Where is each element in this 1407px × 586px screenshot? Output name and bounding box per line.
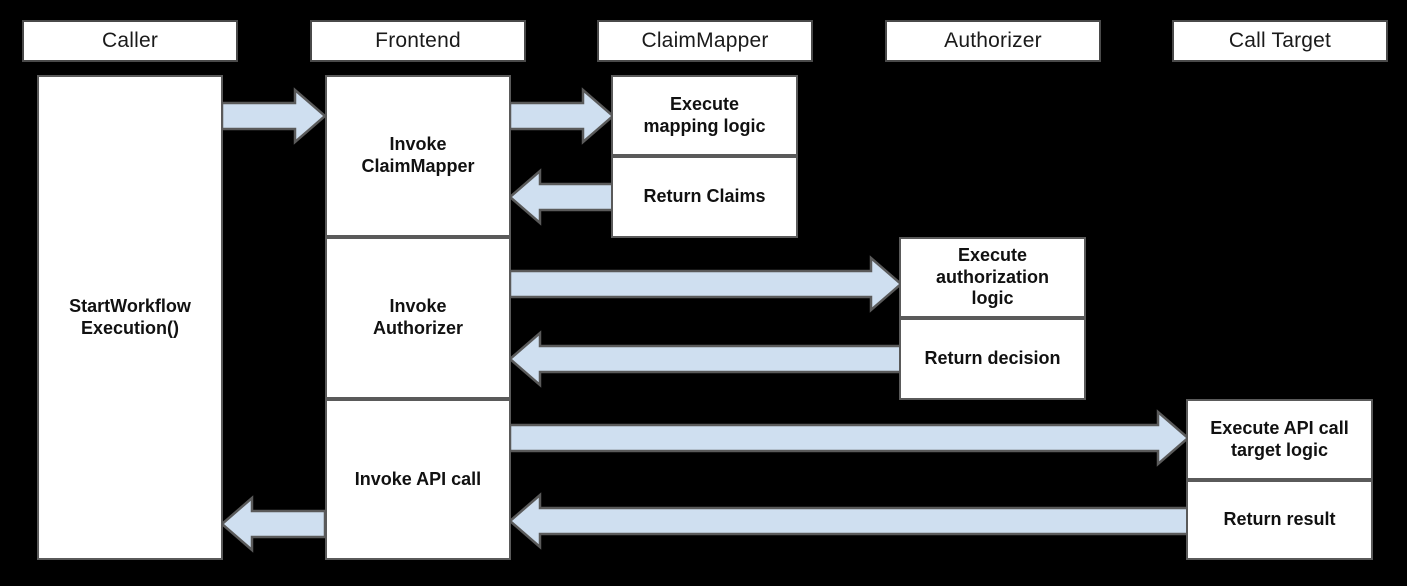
lane-header-frontend: Frontend	[310, 20, 526, 62]
message-arrow-calltarget-to-frontend	[508, 492, 1190, 550]
activation-frontend-invoke-api-call: Invoke API call	[325, 399, 511, 560]
lane-header-authorizer: Authorizer	[885, 20, 1101, 62]
activation-calltarget-execute-api: Execute API call target logic	[1186, 399, 1373, 480]
activation-claimmapper-execute-mapping: Execute mapping logic	[611, 75, 798, 156]
activation-label: Execute mapping logic	[643, 93, 766, 136]
activation-label: Invoke API call	[354, 468, 482, 489]
activation-label: Return result	[1223, 509, 1336, 530]
message-arrow-frontend-to-authorizer	[508, 255, 903, 313]
message-arrow-frontend-to-caller	[220, 495, 327, 553]
lane-header-calltarget: Call Target	[1172, 20, 1388, 62]
activation-label: StartWorkflow Execution()	[69, 295, 191, 338]
message-arrow-frontend-to-claimmapper	[508, 87, 615, 145]
lane-header-label: Call Target	[1228, 29, 1332, 52]
lane-header-claimmapper: ClaimMapper	[597, 20, 813, 62]
activation-label: Invoke ClaimMapper	[361, 134, 475, 176]
activation-label: Invoke Authorizer	[373, 296, 463, 338]
message-arrow-authorizer-to-frontend	[508, 330, 903, 388]
message-arrow-frontend-to-calltarget	[508, 409, 1190, 467]
message-arrow-claimmapper-to-frontend	[508, 168, 615, 226]
activation-caller-start-workflow: StartWorkflow Execution()	[37, 75, 223, 560]
activation-calltarget-return-result: Return result	[1186, 480, 1373, 560]
activation-label: Return Claims	[643, 186, 766, 207]
activation-authorizer-return-decision: Return decision	[899, 318, 1086, 400]
message-arrow-caller-to-frontend	[220, 87, 327, 145]
lane-header-label: Frontend	[375, 29, 461, 52]
lane-header-label: Caller	[101, 29, 159, 52]
lane-header-label: Authorizer	[944, 29, 1042, 52]
activation-label: Execute API call target logic	[1210, 417, 1349, 460]
activation-claimmapper-return-claims: Return Claims	[611, 156, 798, 238]
lane-header-caller: Caller	[22, 20, 238, 62]
activation-label: Execute authorization logic	[936, 244, 1049, 309]
activation-authorizer-execute-authorization: Execute authorization logic	[899, 237, 1086, 318]
activation-frontend-invoke-claimmapper: Invoke ClaimMapper	[325, 75, 511, 237]
lane-header-label: ClaimMapper	[641, 29, 769, 52]
activation-label: Return decision	[924, 348, 1061, 369]
activation-frontend-invoke-authorizer: Invoke Authorizer	[325, 237, 511, 399]
